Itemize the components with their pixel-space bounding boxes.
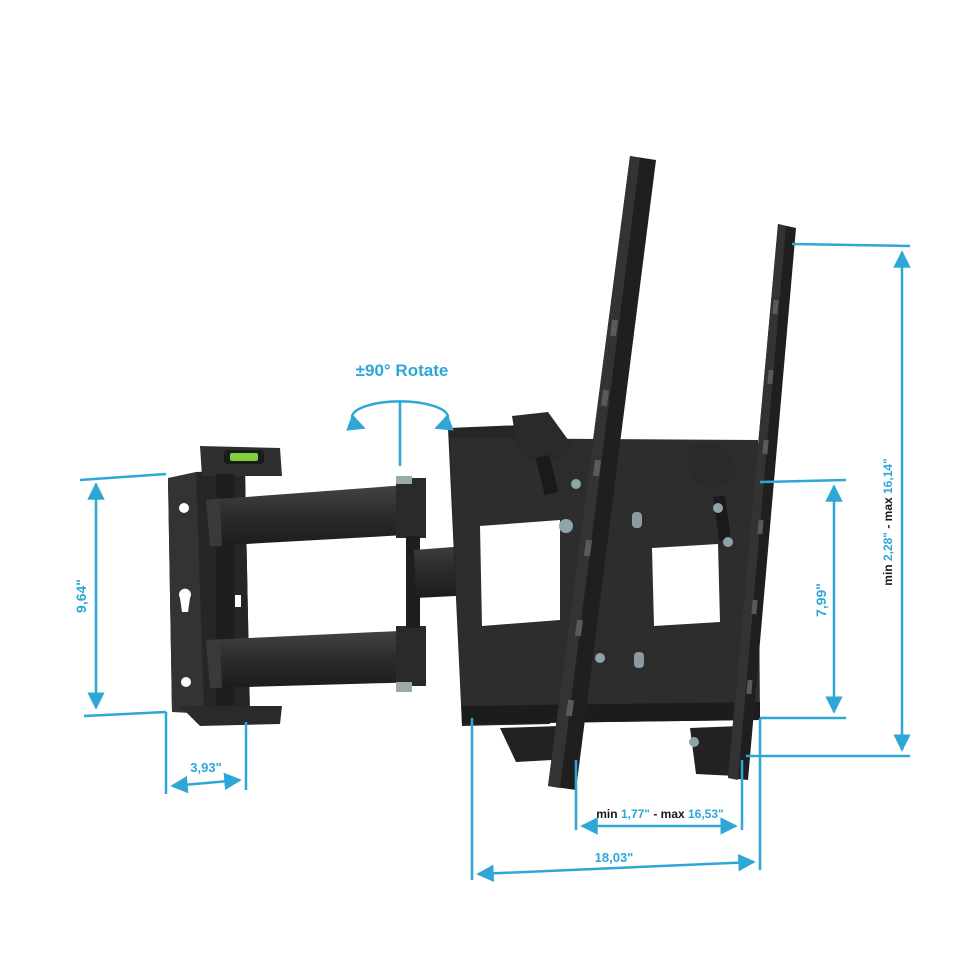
extension-mid: - max	[650, 807, 688, 821]
vesa-min-value: 2,28"	[881, 532, 895, 561]
vesa-range-label: min 2,28" - max 16,14"	[881, 458, 895, 585]
tv-plate-height-label: 7,99"	[813, 583, 829, 617]
vesa-mid: - max	[881, 494, 895, 532]
rotate-arrow-icon	[346, 400, 454, 431]
extension-max-value: 16,53"	[688, 807, 724, 821]
tv-plate	[448, 424, 760, 776]
bubble-level-icon	[230, 453, 258, 461]
extension-min-value: 1,77"	[621, 807, 650, 821]
wall-plate-height-label: 9,64"	[73, 579, 89, 613]
extension-min-prefix: min	[596, 807, 621, 821]
rotate-label: ±90° Rotate	[356, 361, 449, 380]
vesa-min-prefix: min	[881, 561, 895, 586]
dimension-lines	[79, 242, 911, 883]
vesa-arms	[512, 156, 796, 790]
swing-arms	[206, 476, 572, 692]
rotate-indicator	[346, 400, 454, 466]
wall-plate-depth-label: 3,93"	[190, 760, 221, 775]
vesa-max-value: 16,14"	[881, 458, 895, 494]
extension-range-label: min 1,77" - max 16,53"	[596, 807, 723, 821]
total-extension-label: 18,03"	[595, 850, 634, 865]
